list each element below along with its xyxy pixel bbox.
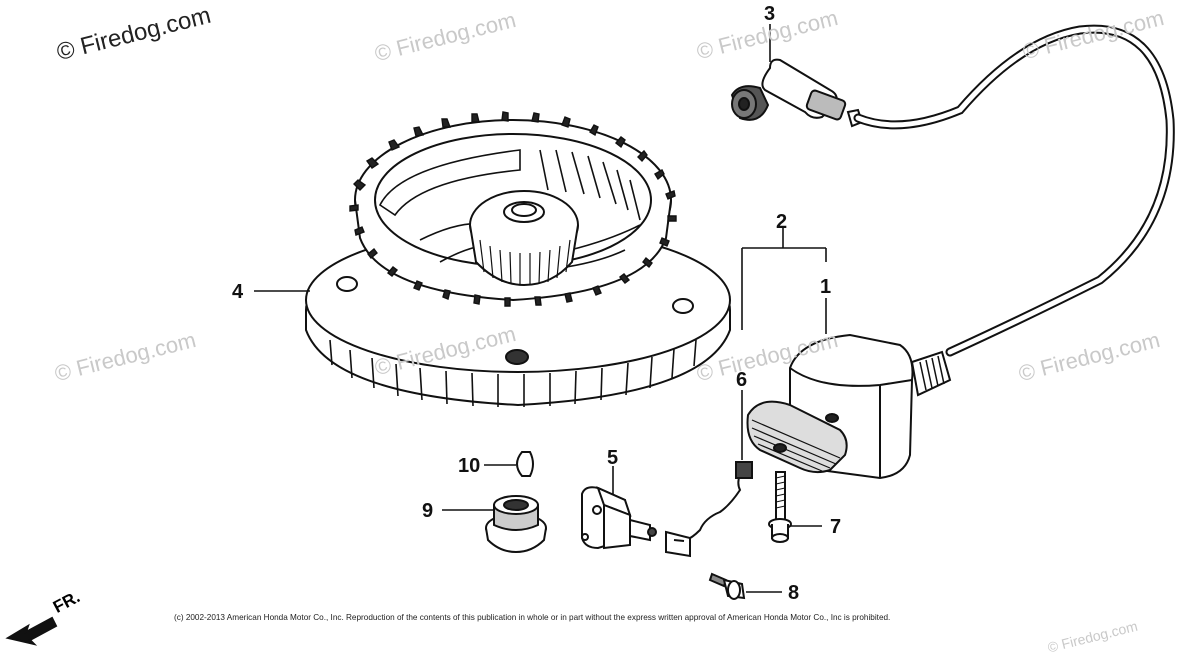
part-number-6[interactable]: 6 — [736, 369, 747, 391]
part-number-2[interactable]: 2 — [776, 211, 787, 233]
part-number-7[interactable]: 7 — [830, 516, 841, 538]
ignition-coil-illustration — [746, 333, 952, 480]
spark-plug-cap-illustration — [730, 58, 864, 128]
stop-switch-illustration — [581, 486, 657, 550]
part-number-4[interactable]: 4 — [232, 281, 244, 303]
flange-nut-illustration — [485, 495, 547, 554]
front-direction-arrow-icon — [5, 616, 58, 646]
copyright-notice: (c) 2002-2013 American Honda Motor Co., … — [174, 613, 891, 622]
woodruff-key-illustration — [516, 451, 534, 477]
flange-bolt-short-illustration — [708, 572, 746, 600]
flange-bolt-illustration — [768, 471, 792, 543]
part-number-3[interactable]: 3 — [764, 3, 775, 25]
part-number-8[interactable]: 8 — [788, 582, 799, 604]
wire-lead-illustration — [665, 461, 753, 558]
flywheel-illustration — [305, 111, 731, 407]
part-number-1[interactable]: 1 — [820, 276, 831, 298]
part-number-9[interactable]: 9 — [422, 500, 433, 522]
high-tension-wire — [853, 24, 1175, 357]
part-number-5[interactable]: 5 — [607, 447, 618, 469]
part-number-10[interactable]: 10 — [458, 455, 480, 477]
leader-lines — [254, 24, 827, 593]
